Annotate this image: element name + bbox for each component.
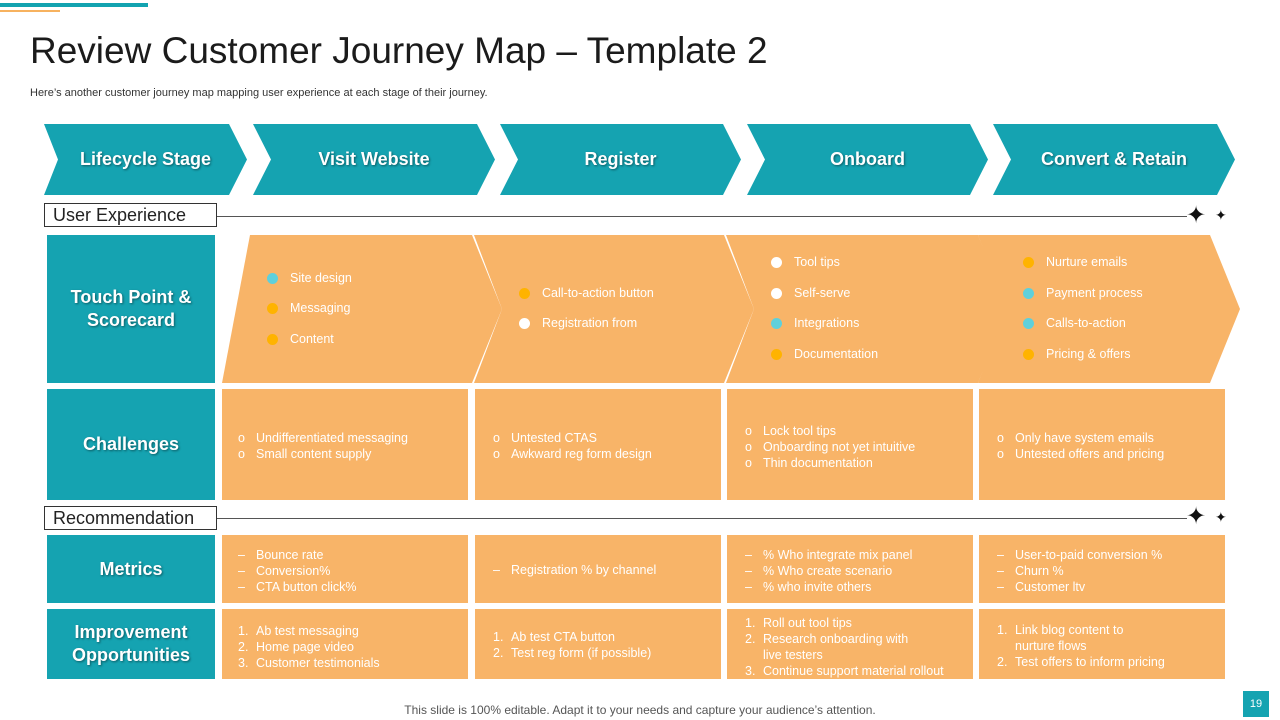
bullet-dot-icon (771, 317, 782, 329)
stage-convert-retain: Convert & Retain (993, 124, 1235, 195)
stage-lifecycle: Lifecycle Stage (44, 124, 247, 195)
list-item: 3.Continue support material rollout (745, 664, 944, 678)
list-item: –Customer ltv (997, 580, 1086, 594)
bullet-dot-icon (771, 256, 782, 268)
bullet-dot-icon (267, 302, 278, 314)
page-subtitle: Here’s another customer journey map mapp… (30, 87, 488, 99)
footer-note: This slide is 100% editable. Adapt it to… (404, 703, 876, 717)
sparkle-icon: ✦ (1186, 202, 1207, 229)
bullet-dot-icon (267, 333, 278, 345)
list-item: –Conversion% (238, 564, 331, 578)
page-number: 19 (1243, 691, 1269, 717)
bullet-dot-icon (1023, 317, 1034, 329)
list-item: Messaging (267, 301, 350, 315)
list-item: –Registration % by channel (493, 563, 657, 577)
improvement-cell: 1.Ab test CTA button 2.Test reg form (if… (475, 609, 721, 679)
bullet-dot-icon (1023, 348, 1034, 360)
list-item: –% who invite others (745, 580, 872, 594)
sparkle-small-icon: ✦ (1215, 509, 1227, 525)
metric-cell: –User-to-paid conversion % –Churn % –Cus… (979, 535, 1225, 603)
bullet-dot-icon (519, 287, 530, 299)
list-item: –Churn % (997, 564, 1064, 578)
improvement-cell: 1.Link blog content to nurture flows 2.T… (979, 609, 1225, 679)
list-item: 2.Test offers to inform pricing (997, 655, 1165, 669)
bullet-dot-icon (267, 272, 278, 284)
stage-onboard: Onboard (747, 124, 988, 195)
list-item: Self-serve (771, 286, 850, 300)
list-item: –% Who create scenario (745, 564, 893, 578)
bullet-dot-icon (1023, 287, 1034, 299)
list-item: Content (267, 332, 334, 346)
bullet-dot-icon (771, 287, 782, 299)
accent-bar-orange (0, 10, 60, 12)
list-item: 1.Ab test CTA button (493, 630, 615, 644)
improvement-cell: 1.Ab test messaging 2.Home page video 3.… (222, 609, 468, 679)
list-item: 1.Ab test messaging (238, 624, 359, 638)
list-item: Integrations (771, 316, 859, 330)
bullet-dot-icon (519, 317, 530, 329)
list-item: –CTA button click% (238, 580, 357, 594)
list-item: Site design (267, 271, 352, 285)
list-item: 2.Research onboarding with live testers (745, 632, 909, 662)
stage-register: Register (500, 124, 741, 195)
divider-line (217, 216, 1187, 217)
improvement-cell: 1.Roll out tool tips 2.Research onboardi… (727, 609, 973, 679)
list-item: Call-to-action button (519, 286, 654, 300)
list-item: Nurture emails (1023, 255, 1127, 269)
list-item: Tool tips (771, 255, 840, 269)
touchpoint-chevron (474, 235, 754, 383)
list-item: 2.Home page video (238, 640, 354, 654)
page-title: Review Customer Journey Map – Template 2 (30, 30, 768, 71)
row-label-challenges: Challenges (47, 389, 215, 500)
row-label-improvement: Improvement Opportunities (47, 609, 215, 679)
list-item: Pricing & offers (1023, 347, 1131, 361)
list-item: 2.Test reg form (if possible) (493, 646, 652, 660)
stage-visit-website: Visit Website (253, 124, 495, 195)
sparkle-icon: ✦ (1186, 503, 1207, 530)
list-item: 1.Link blog content to nurture flows (997, 623, 1124, 653)
sparkle-small-icon: ✦ (1215, 207, 1227, 223)
list-item: 1.Roll out tool tips (745, 616, 852, 630)
row-label-metrics: Metrics (47, 535, 215, 603)
metric-cell: –% Who integrate mix panel –% Who create… (727, 535, 973, 603)
section-user-experience: User Experience (44, 203, 217, 227)
bullet-dot-icon (771, 348, 782, 360)
touchpoint-chevron (222, 235, 502, 383)
touchpoint-chevron (978, 235, 1240, 383)
metric-cell: –Bounce rate –Conversion% –CTA button cl… (222, 535, 468, 603)
bullet-dot-icon (1023, 256, 1034, 268)
row-label-touch-point: Touch Point & Scorecard (47, 235, 215, 383)
list-item: Payment process (1023, 286, 1143, 300)
list-item: 3.Customer testimonials (238, 656, 380, 670)
list-item: –User-to-paid conversion % (997, 548, 1163, 562)
list-item: –% Who integrate mix panel (745, 548, 913, 562)
list-item: –Bounce rate (238, 548, 324, 562)
divider-line (217, 518, 1187, 519)
accent-bar-teal (0, 3, 148, 7)
section-recommendation: Recommendation (44, 506, 217, 530)
list-item: Documentation (771, 347, 878, 361)
list-item: Calls-to-action (1023, 316, 1126, 330)
metric-cell: –Registration % by channel (475, 535, 721, 603)
list-item: Registration from (519, 316, 637, 330)
